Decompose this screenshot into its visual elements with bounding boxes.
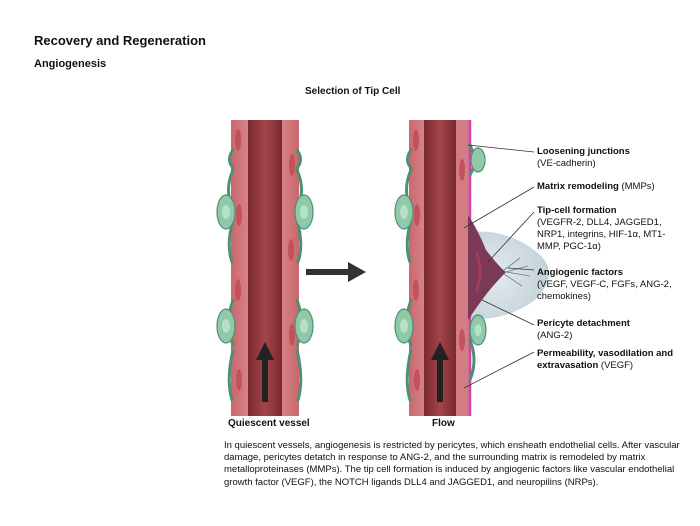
label-detail: (VEGFR-2, DLL4, JAGGED1, NRP1, integrins… [537, 217, 666, 252]
label-angiogenic-factors: Angiogenic factors (VEGF, VEGF-C, FGFs, … [537, 267, 677, 303]
label-heading: Matrix remodeling [537, 181, 619, 192]
right-caption: Flow [432, 418, 455, 429]
label-matrix-remodeling: Matrix remodeling (MMPs) [537, 181, 700, 193]
label-heading: Tip-cell formation [537, 205, 617, 216]
flow-arrow-right [431, 342, 449, 402]
label-detail: (VE-cadherin) [537, 158, 596, 169]
tip-cell-nucleus [474, 251, 482, 293]
endothelial-cells [413, 129, 465, 391]
figure-description: In quiescent vessels, angiogenesis is re… [224, 440, 680, 488]
label-detail: (VEGF) [598, 360, 634, 371]
tip-cell [468, 215, 506, 320]
label-detail: (VEGF, VEGF-C, FGFs, ANG-2, chemokines) [537, 279, 672, 302]
endothelial-cells [235, 129, 295, 391]
leader-lines [463, 144, 535, 389]
transition-arrow [306, 262, 366, 282]
label-heading: Angiogenic factors [537, 267, 624, 278]
label-permeability: Permeability, vasodilation and extravasa… [537, 348, 697, 372]
label-tip-cell-formation: Tip-cell formation (VEGFR-2, DLL4, JAGGE… [537, 205, 687, 253]
label-heading: Loosening junctions [537, 146, 630, 157]
section-subtitle: Angiogenesis [34, 58, 107, 70]
figure-title: Selection of Tip Cell [305, 86, 401, 97]
label-heading: Permeability, vasodilation and extravasa… [537, 348, 674, 371]
page-title: Recovery and Regeneration [34, 33, 206, 48]
label-detail: (MMPs) [618, 181, 655, 192]
pericyte-processes [405, 143, 476, 402]
label-heading: Pericyte detachment [537, 318, 630, 329]
label-loosening-junctions: Loosening junctions (VE-cadherin) [537, 146, 700, 170]
pericyte-nuclei [400, 205, 482, 336]
label-detail: (ANG-2) [537, 330, 573, 341]
activated-vessel [394, 120, 549, 416]
pericyte-nuclei [222, 205, 308, 333]
flow-arrow-left [256, 342, 274, 402]
left-caption: Quiescent vessel [228, 418, 310, 429]
label-pericyte-detachment: Pericyte detachment (ANG-2) [537, 318, 700, 342]
quiescent-vessel [216, 120, 314, 416]
